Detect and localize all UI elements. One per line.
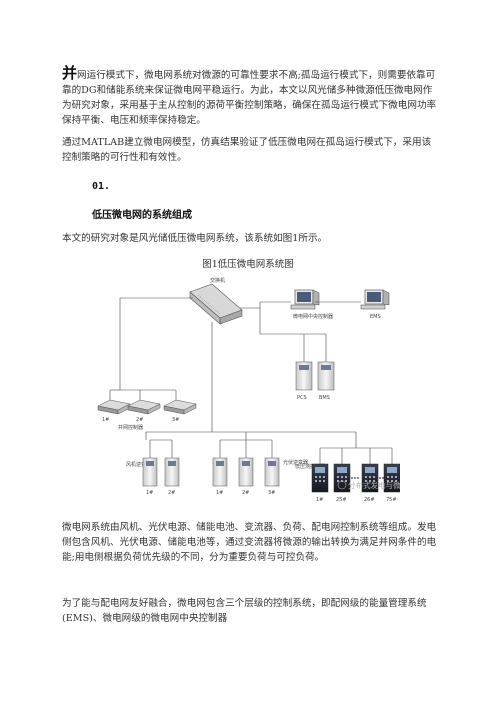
intro-text: 网运行模式下，微电网系统对微源的可靠性要求不高;孤岛运行模式下，则需要依靠可靠的… xyxy=(62,70,437,126)
pv-inverter-cabinet-icon xyxy=(238,457,254,487)
pv-inverter-cabinet-icon xyxy=(212,457,228,487)
body-paragraph-1: 微电网系统由风机、光伏电源、储能电池、变流器、负荷、配电网控制系统等组成。发电侧… xyxy=(62,522,437,563)
bms-cabinet-icon xyxy=(317,361,335,391)
pv-1-label: 1# xyxy=(216,490,223,496)
pv-inverter-cabinet-icon xyxy=(264,457,280,487)
load-1-label: 1# xyxy=(316,497,323,503)
load-4-label: 75# xyxy=(386,497,397,503)
bms-label: BMS xyxy=(319,395,330,401)
computer-icon xyxy=(290,289,320,310)
feeder-group-label: 并网控制器 xyxy=(118,424,143,431)
measure-control-device-icon xyxy=(311,463,329,493)
computer-icon xyxy=(360,289,390,310)
connection-lines xyxy=(109,297,393,464)
wind-1-label: 1# xyxy=(146,490,153,496)
load-2-label: 25# xyxy=(336,497,347,503)
measure-control-device-icon xyxy=(383,463,400,493)
wind-inverter-cabinet-icon xyxy=(164,457,180,487)
objective-paragraph: 本文的研究对象是风光储低压微电网系统，该系统如图1所示。 xyxy=(62,233,328,244)
intro-paragraph: 并网运行模式下，微电网系统对微源的可靠性要求不高;孤岛运行模式下，则需要依靠可靠… xyxy=(62,66,440,128)
ellipsis-dots xyxy=(351,477,359,479)
matlab-paragraph: 通过MATLAB建立微电网模型，仿真结果验证了低压微电网在孤岛运行模式下，采用该… xyxy=(62,137,432,163)
load-group-label: 低压测控装置 xyxy=(295,463,325,470)
network-switch-icon xyxy=(189,283,243,325)
pv-group-label: 光伏逆变器 xyxy=(283,459,308,466)
drop-cap: 并 xyxy=(62,64,78,82)
switch-label: 交换机 xyxy=(210,277,225,284)
pcs-label: PCS xyxy=(297,395,307,401)
ems-label: EMS xyxy=(370,314,381,320)
watermark-text: 分布式发电与微电网 xyxy=(348,480,400,490)
pcs-cabinet-icon xyxy=(295,361,313,391)
feeder-3-label: 3# xyxy=(172,417,179,423)
feeder-2-label: 2# xyxy=(136,417,143,423)
feeder-1-label: 1# xyxy=(102,417,109,423)
section-number: 01. xyxy=(92,181,111,192)
central-controller-label: 微电网中央控制器 xyxy=(293,313,333,320)
measure-control-device-icon xyxy=(361,463,379,493)
wind-inverter-cabinet-icon xyxy=(142,457,158,487)
pv-2-label: 2# xyxy=(242,490,249,496)
watermark: 分布式发电与微电网 xyxy=(337,480,400,490)
body-paragraph-2: 为了能与配电网友好融合，微电网包含三个层级的控制系统，即配网级的能量管理系统(E… xyxy=(62,598,427,624)
load-3-label: 26# xyxy=(364,497,375,503)
feeder-controller-icon xyxy=(163,399,197,415)
figure-caption: 图1低压微电网系统图 xyxy=(202,259,294,270)
wind-2-label: 2# xyxy=(168,490,175,496)
feeder-controller-icon xyxy=(97,399,131,415)
feeder-controller-icon xyxy=(127,399,161,415)
wind-group-label: 风机逆变器 xyxy=(126,461,151,468)
section-title: 低压微电网的系统组成 xyxy=(92,210,192,221)
microgrid-system-diagram: 交换机 微电网中央控制器 EMS xyxy=(97,277,400,503)
pv-3-label: 3# xyxy=(268,490,275,496)
